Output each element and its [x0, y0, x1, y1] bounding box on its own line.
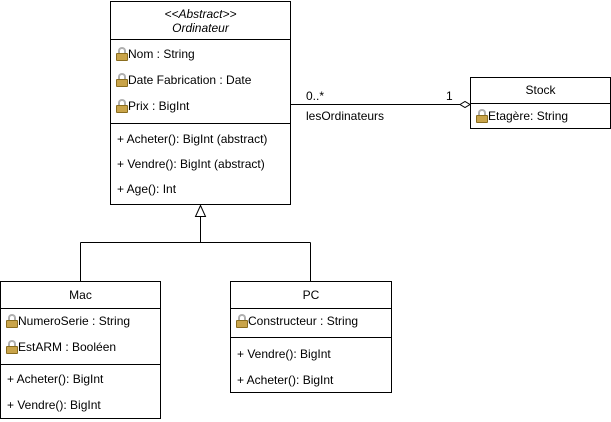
lock-icon [116, 46, 128, 62]
class-ordinateur[interactable]: <<Abstract>> Ordinateur Nom : String Dat… [110, 1, 291, 205]
operation-row[interactable]: + Vendre(): BigInt [7, 398, 101, 412]
attribute-label: NumeroSerie : String [18, 314, 131, 328]
class-name: Mac [69, 288, 92, 302]
class-stereotype: <<Abstract>> [164, 7, 237, 21]
lock-icon [236, 313, 248, 329]
lock-icon [116, 72, 128, 88]
attribute-label: Prix : BigInt [128, 99, 190, 113]
attribute-label: Constructeur : String [248, 314, 359, 328]
attribute-label: EstARM : Booléen [18, 340, 117, 354]
class-pc-attributes: Constructeur : String [231, 309, 391, 338]
attribute-label: Date Fabrication : Date [128, 73, 252, 87]
class-name: PC [302, 288, 320, 302]
attribute-row[interactable]: Date Fabrication : Date [116, 72, 251, 88]
lock-icon [6, 313, 18, 329]
class-mac-attributes: NumeroSerie : String EstARM : Booléen [1, 309, 160, 365]
source-multiplicity: 0..* [306, 89, 325, 103]
operation-row[interactable]: + Age(): Int [117, 182, 177, 196]
attribute-label: Nom : String [128, 47, 195, 61]
lock-icon [476, 108, 488, 124]
class-mac-operations: + Acheter(): BigInt + Vendre(): BigInt [1, 365, 160, 418]
operation-row[interactable]: + Vendre(): BigInt (abstract) [117, 157, 265, 171]
class-name: Stock [525, 83, 556, 97]
target-multiplicity: 1 [446, 89, 453, 103]
aggregation-diamond [459, 100, 471, 109]
class-pc-operations: + Vendre(): BigInt + Acheter(): BigInt [231, 338, 391, 392]
attribute-row[interactable]: Prix : BigInt [116, 98, 189, 114]
class-stock-header: Stock [471, 78, 610, 104]
class-ordinateur-operations: + Acheter(): BigInt (abstract) + Vendre(… [111, 124, 290, 204]
operation-row[interactable]: + Vendre(): BigInt [237, 347, 331, 361]
class-ordinateur-attributes: Nom : String Date Fabrication : Date Pri… [111, 40, 290, 124]
class-mac[interactable]: Mac NumeroSerie : String EstARM : Boolée… [0, 281, 161, 419]
operation-row[interactable]: + Acheter(): BigInt (abstract) [117, 132, 268, 146]
attribute-row[interactable]: NumeroSerie : String [6, 313, 130, 329]
operation-row[interactable]: + Acheter(): BigInt [7, 372, 104, 386]
class-pc[interactable]: PC Constructeur : String + Vendre(): Big… [230, 281, 392, 393]
class-mac-header: Mac [1, 282, 160, 309]
class-stock[interactable]: Stock Etagère: String [470, 77, 611, 129]
class-ordinateur-header: <<Abstract>> Ordinateur [111, 2, 290, 40]
lock-icon [116, 98, 128, 114]
class-name: Ordinateur [172, 21, 229, 35]
operation-row[interactable]: + Acheter(): BigInt [237, 373, 334, 387]
attribute-row[interactable]: Constructeur : String [236, 313, 358, 329]
lock-icon [6, 339, 18, 355]
attribute-row[interactable]: EstARM : Booléen [6, 339, 116, 355]
attribute-row[interactable]: Nom : String [116, 46, 195, 62]
association-role: lesOrdinateurs [306, 109, 385, 123]
class-pc-header: PC [231, 282, 391, 309]
attribute-row[interactable]: Etagère: String [476, 108, 568, 124]
attribute-label: Etagère: String [488, 109, 569, 123]
generalization-arrowhead [194, 204, 207, 217]
class-stock-attributes: Etagère: String [471, 104, 610, 128]
